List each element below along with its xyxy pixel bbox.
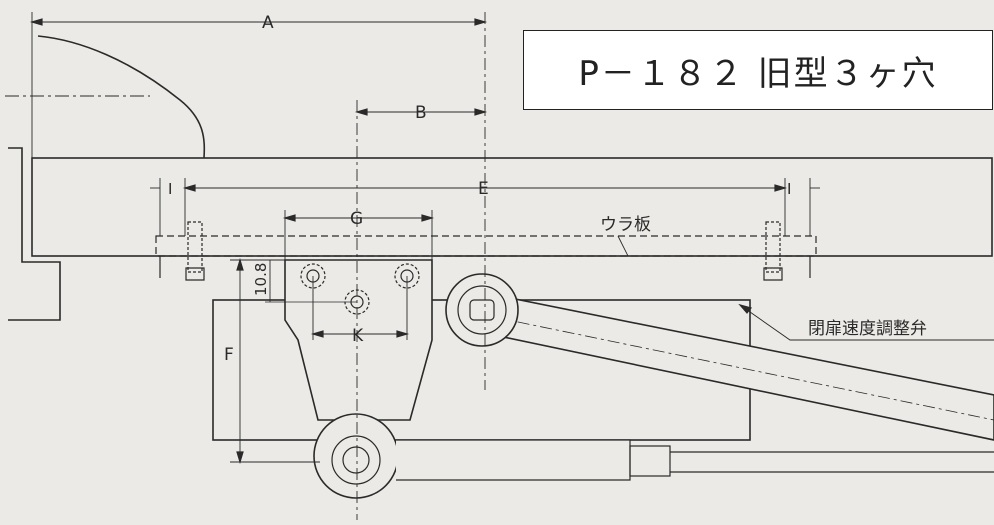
label-f: F	[224, 345, 234, 365]
label-k: K	[352, 326, 364, 346]
label-10-8: 10.8	[252, 263, 270, 296]
label-b: B	[415, 103, 427, 123]
arm-pivot	[445, 273, 519, 347]
arm	[469, 289, 994, 441]
door-frame	[8, 147, 61, 321]
frame-bracket	[37, 35, 206, 159]
label-speed-valve: 閉扉速度調整弁	[808, 319, 927, 339]
label-i-right: I	[787, 180, 791, 198]
label-g: G	[350, 209, 363, 229]
right-screw	[763, 221, 783, 281]
label-back-plate: ウラ板	[600, 215, 651, 235]
lower-rod	[396, 439, 631, 481]
label-e: E	[478, 179, 489, 199]
label-i-left: I	[168, 180, 172, 198]
model-title: P－１８２ 旧型３ヶ穴	[523, 30, 993, 110]
left-screw	[185, 221, 205, 281]
back-plate	[155, 235, 817, 257]
pinion-outer	[313, 413, 399, 499]
label-a: A	[262, 13, 274, 33]
door-panel	[31, 157, 993, 257]
